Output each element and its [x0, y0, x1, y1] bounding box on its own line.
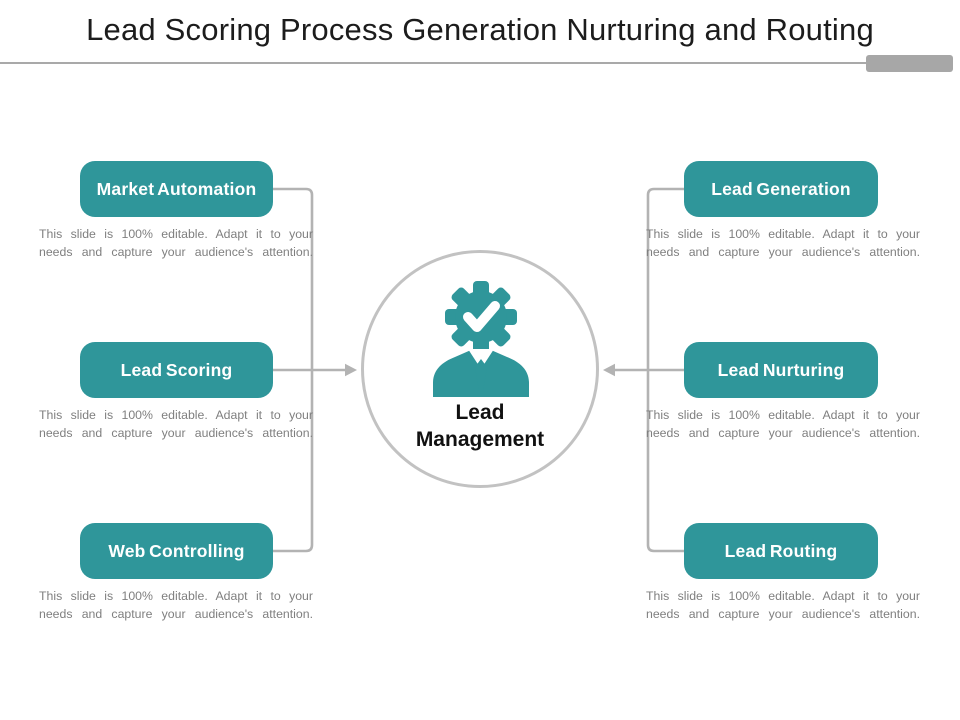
node-caption: This slide is 100% editable. Adapt it to…	[646, 588, 920, 623]
manager-gear-check-icon	[433, 281, 529, 397]
node-lead-scoring[interactable]: Lead Scoring	[80, 342, 273, 398]
caption-line-2: needs and capture your audience's attent…	[646, 244, 920, 259]
node-label: Lead Routing	[724, 540, 838, 561]
node-label: Web Controlling	[108, 540, 245, 561]
caption-line-1: This slide is 100% editable. Adapt it to…	[39, 589, 313, 603]
node-label: Lead Nurturing	[717, 359, 845, 380]
caption-line-1: This slide is 100% editable. Adapt it to…	[39, 408, 313, 422]
caption-line-2: needs and capture your audience's attent…	[39, 244, 313, 259]
node-lead-generation[interactable]: Lead Generation	[684, 161, 878, 217]
caption-line-2: needs and capture your audience's attent…	[39, 425, 313, 440]
caption-line-2: needs and capture your audience's attent…	[646, 606, 920, 621]
title-accent-bar	[866, 55, 953, 72]
center-label-line-1: Lead	[455, 401, 505, 424]
title-underline	[0, 62, 874, 64]
caption-line-2: needs and capture your audience's attent…	[39, 606, 313, 621]
center-label-line-2: Management	[415, 428, 545, 451]
center-node-label: Lead Management	[364, 399, 596, 453]
node-lead-routing[interactable]: Lead Routing	[684, 523, 878, 579]
caption-line-1: This slide is 100% editable. Adapt it to…	[646, 408, 920, 422]
node-label: Lead Scoring	[120, 359, 233, 380]
node-web-controlling[interactable]: Web Controlling	[80, 523, 273, 579]
slide-title: Lead Scoring Process Generation Nurturin…	[86, 12, 874, 47]
right-arrowhead-icon	[603, 363, 615, 377]
node-caption: This slide is 100% editable. Adapt it to…	[39, 407, 313, 442]
node-caption: This slide is 100% editable. Adapt it to…	[646, 407, 920, 442]
node-caption: This slide is 100% editable. Adapt it to…	[39, 588, 313, 623]
node-label: Market Automation	[96, 178, 257, 199]
node-label: Lead Generation	[711, 178, 851, 199]
node-market-automation[interactable]: Market Automation	[80, 161, 273, 217]
node-caption: This slide is 100% editable. Adapt it to…	[39, 226, 313, 261]
caption-line-1: This slide is 100% editable. Adapt it to…	[646, 589, 920, 603]
caption-line-1: This slide is 100% editable. Adapt it to…	[646, 227, 920, 241]
left-arrowhead-icon	[345, 363, 357, 377]
node-caption: This slide is 100% editable. Adapt it to…	[646, 226, 920, 261]
caption-line-1: This slide is 100% editable. Adapt it to…	[39, 227, 313, 241]
center-node-lead-management[interactable]: Lead Management	[361, 250, 599, 488]
node-lead-nurturing[interactable]: Lead Nurturing	[684, 342, 878, 398]
caption-line-2: needs and capture your audience's attent…	[646, 425, 920, 440]
